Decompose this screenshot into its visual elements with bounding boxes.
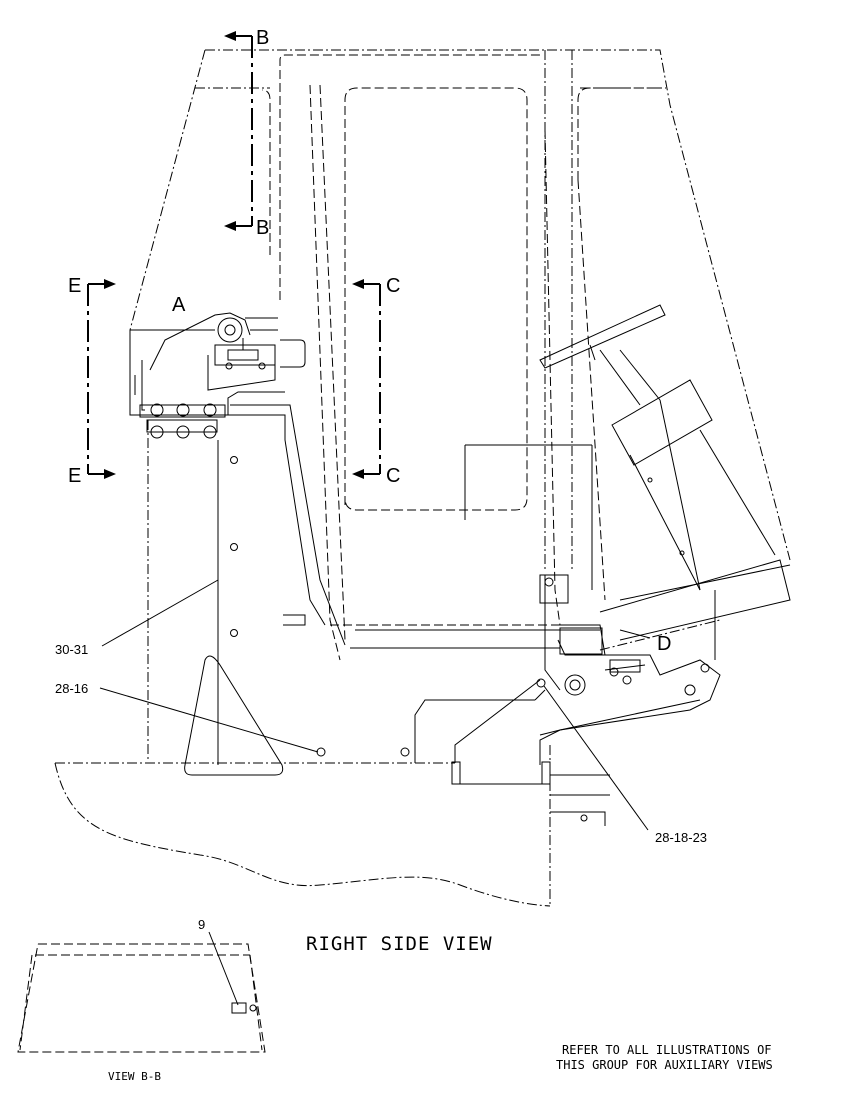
callout-28-16: 28-16 xyxy=(55,681,88,696)
callout-9: 9 xyxy=(198,917,205,932)
leader-lines xyxy=(99,579,649,1006)
section-b-top-label: B xyxy=(256,27,269,49)
section-c-bottom-label: C xyxy=(386,465,400,487)
section-c-top-label: C xyxy=(386,275,400,297)
floor-console xyxy=(539,559,791,736)
lower-post xyxy=(147,404,546,776)
steering-column xyxy=(464,304,776,591)
section-line-b xyxy=(224,31,253,231)
inset-view-b-b xyxy=(17,943,266,1053)
callout-28-18-23: 28-18-23 xyxy=(655,830,707,845)
view-title-right-side: RIGHT SIDE VIEW xyxy=(306,933,493,955)
view-title-b-b: VIEW B-B xyxy=(108,1070,161,1083)
section-b-bottom-label: B xyxy=(256,217,269,239)
detail-d-label: D xyxy=(657,633,671,655)
section-line-e xyxy=(87,279,116,479)
section-e-bottom-label: E xyxy=(68,465,81,487)
callout-30-31: 30-31 xyxy=(55,642,88,657)
reference-note-line-1: REFER TO ALL ILLUSTRATIONS OF xyxy=(562,1043,772,1057)
detail-a-label: A xyxy=(172,294,186,316)
section-e-top-label: E xyxy=(68,275,81,297)
base-frame xyxy=(54,679,701,907)
detail-a-bracket xyxy=(129,312,306,439)
section-line-c xyxy=(352,279,381,479)
cab-outline xyxy=(129,49,791,661)
reference-note-line-2: THIS GROUP FOR AUXILIARY VIEWS xyxy=(556,1058,773,1072)
